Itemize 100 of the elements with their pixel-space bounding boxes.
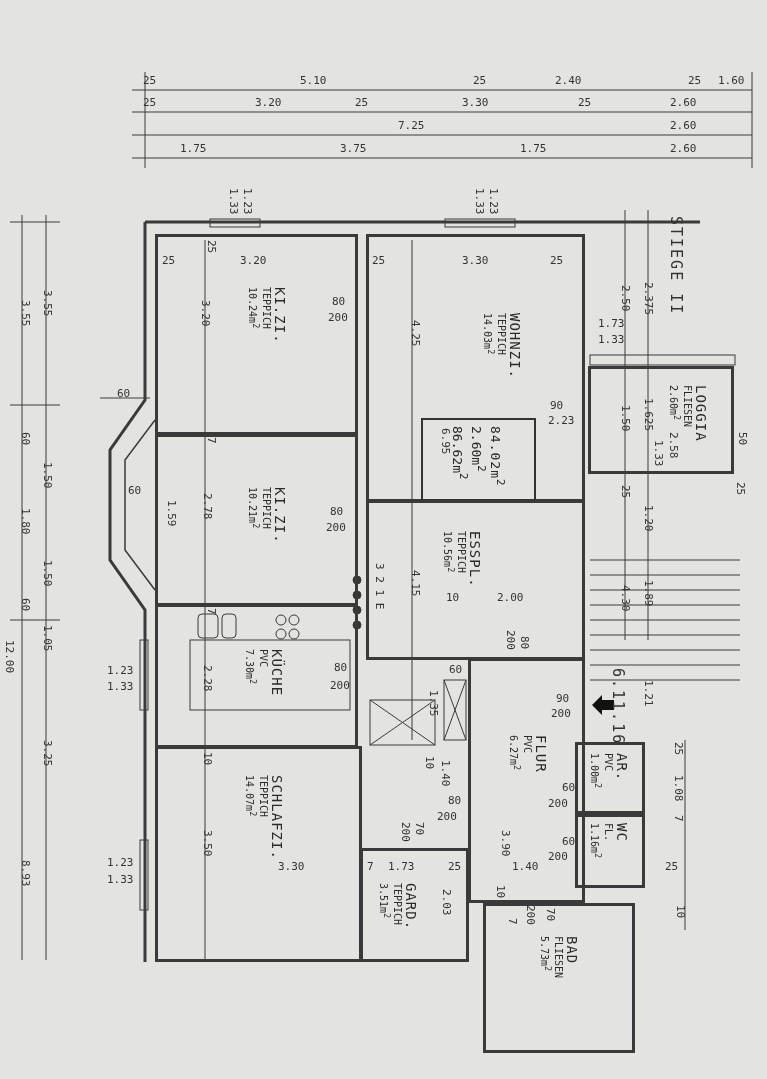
dimension-label: 5.10 xyxy=(300,75,327,86)
dimension-label: 1.33 xyxy=(107,681,134,692)
dimension-label: 7 xyxy=(206,437,217,444)
dimension-label: 200 xyxy=(548,798,568,809)
room-outline xyxy=(155,234,358,435)
dimension-label: 3.50 xyxy=(202,830,213,857)
dimension-label: 3.30 xyxy=(278,861,305,872)
dimension-label: 60 xyxy=(128,485,142,496)
dimension-label: 2.375 xyxy=(643,282,654,316)
dimension-label: 2.03 xyxy=(441,889,452,916)
dimension-label: 3.25 xyxy=(42,740,53,767)
dimension-label: 200 xyxy=(548,851,568,862)
dimension-label: 1.23 xyxy=(242,188,253,215)
dimension-label: 25 xyxy=(688,75,702,86)
dimension-label: 2.28 xyxy=(202,665,213,692)
room-detail: FLIESEN xyxy=(681,385,693,428)
dimension-label: 90 xyxy=(556,693,570,704)
room-detail: PVC xyxy=(257,649,269,668)
room-detail: FL. xyxy=(602,823,614,842)
dimension-label: 60 xyxy=(562,782,576,793)
dimension-label: 1.35 xyxy=(428,690,439,717)
room-name: SCHLAFZI. xyxy=(269,775,284,860)
room-outline xyxy=(366,500,585,660)
dimension-label: 3.30 xyxy=(462,97,489,108)
room-name: KI.ZI. xyxy=(272,487,287,544)
dimension-label: 70 xyxy=(545,908,556,922)
room-outline xyxy=(468,658,585,903)
dimension-label: 10 xyxy=(495,885,506,899)
dimension-label: 12.00 xyxy=(4,640,15,674)
dimension-label: 3.90 xyxy=(500,830,511,857)
dimension-label: 1.40 xyxy=(440,760,451,787)
dimension-label: 60 xyxy=(20,432,31,446)
dimension-label: 1.73 xyxy=(598,318,625,329)
dimension-label: 7.25 xyxy=(398,120,425,131)
dimension-label: 1.08 xyxy=(673,775,684,802)
dimension-label: 3.75 xyxy=(340,143,367,154)
dimension-label: 200 xyxy=(551,708,571,719)
dimension-label: 90 xyxy=(550,400,564,411)
dimension-label: 25 xyxy=(620,485,631,499)
dimension-label: 3.55 xyxy=(20,300,31,327)
room-name: WC xyxy=(614,823,629,842)
room-detail: TEPPICH xyxy=(260,487,272,530)
dimension-label: 2.23 xyxy=(548,415,575,426)
dimension-label: 3.20 xyxy=(200,300,211,327)
room-detail: FLIESEN xyxy=(552,936,564,979)
room-name: KI.ZI. xyxy=(272,287,287,344)
dimension-label: 2.00 xyxy=(497,592,524,603)
dimension-label: 2.60 xyxy=(670,143,697,154)
dimension-label: 1.50 xyxy=(42,462,53,489)
dimension-label: 25 xyxy=(673,742,684,756)
dimension-label: 1.33 xyxy=(228,188,239,215)
dimension-label: 200 xyxy=(505,630,516,650)
dimension-label: 3.30 xyxy=(462,255,489,266)
dimension-label: 1.23 xyxy=(488,188,499,215)
dimension-label: 80 xyxy=(332,296,346,307)
dimension-label: 1.50 xyxy=(620,405,631,432)
dimension-label: 25 xyxy=(143,97,157,108)
room-outline xyxy=(155,604,358,748)
room-outline xyxy=(360,848,469,962)
dimension-label: 200 xyxy=(328,312,348,323)
dimension-label: 80 xyxy=(330,506,344,517)
dimension-label: 25 xyxy=(355,97,369,108)
dimension-label: 4.25 xyxy=(410,320,421,347)
room-outline xyxy=(155,746,362,962)
dimension-label: 10 xyxy=(675,905,686,919)
dimension-label: 3.20 xyxy=(255,97,282,108)
room-detail: TEPPICH xyxy=(495,313,507,356)
dimension-label: 25 xyxy=(665,861,679,872)
dimension-label: 1.33 xyxy=(653,440,664,467)
room-detail: TEPPICH xyxy=(455,531,467,574)
area-total-box xyxy=(421,418,536,501)
dimension-label: 25 xyxy=(473,75,487,86)
dimension-label: 2.50 xyxy=(620,285,631,312)
room-outline xyxy=(575,814,645,888)
dimension-label: 2.60 xyxy=(670,120,697,131)
room-outline xyxy=(483,903,635,1053)
dimension-label: 2.78 xyxy=(202,493,213,520)
dimension-label: 1.33 xyxy=(474,188,485,215)
dimension-label: 1.33 xyxy=(107,874,134,885)
room-outline xyxy=(575,742,645,814)
dimension-label: 60 xyxy=(449,664,463,675)
dimension-label: 1.75 xyxy=(520,143,547,154)
room-name: WOHNZI. xyxy=(507,313,522,379)
dimension-label: 80 xyxy=(519,636,530,650)
dimension-label: 80 xyxy=(334,662,348,673)
room-name: LOGGIA xyxy=(693,385,708,442)
room-detail: TEPPICH xyxy=(391,883,403,926)
dimension-label: 7 xyxy=(367,861,374,872)
dimension-label: 25 xyxy=(448,861,462,872)
dimension-label: 1.50 xyxy=(42,560,53,587)
dimension-label: 4.30 xyxy=(620,585,631,612)
dimension-label: 1.21 xyxy=(643,680,654,707)
room-detail: PVC xyxy=(521,735,533,754)
dimension-label: 25 xyxy=(143,75,157,86)
dimension-label: 1.75 xyxy=(180,143,207,154)
dimension-label: 25 xyxy=(550,255,564,266)
dimension-label: 1.59 xyxy=(166,500,177,527)
dimension-label: 7 xyxy=(206,608,217,615)
dimension-label: 1.20 xyxy=(643,505,654,532)
room-name: ESSPL. xyxy=(467,531,482,588)
